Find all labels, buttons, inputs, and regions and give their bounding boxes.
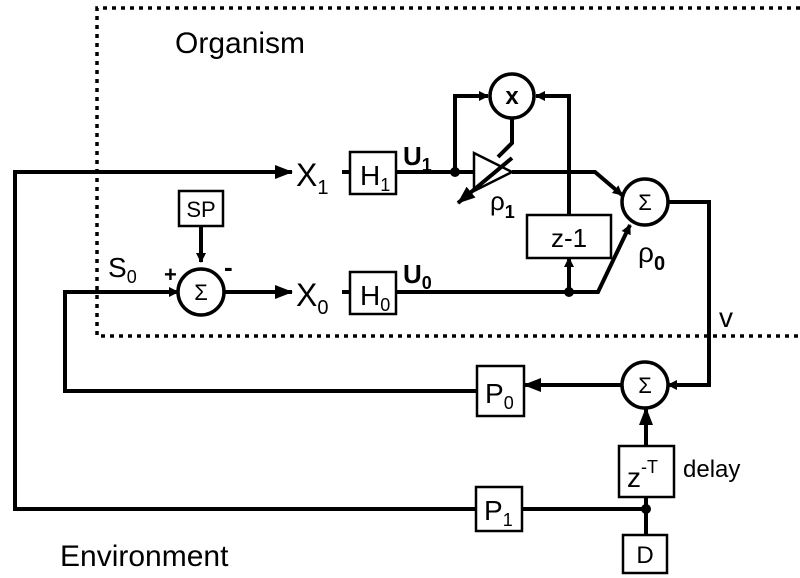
h0-block <box>348 270 398 316</box>
u0-label: U0 <box>403 259 432 293</box>
delay-block <box>617 444 676 499</box>
wire-multiplier-to-amp <box>496 118 514 159</box>
multiplier-circle <box>488 72 536 120</box>
x0-label: X0 <box>296 277 328 319</box>
p1-block <box>474 485 524 533</box>
p1-label: P1 <box>484 495 513 530</box>
d-block <box>621 533 669 575</box>
h1-label: H1 <box>360 160 390 195</box>
sum-left-circle <box>176 267 226 317</box>
delay-block-label: z-T <box>627 457 658 493</box>
u1-label: U1 <box>403 141 432 175</box>
p0-block <box>475 364 526 418</box>
s0-label: S0 <box>108 252 137 287</box>
wire-v-to-sum-bottom <box>667 380 711 390</box>
organism-label: Organism <box>175 27 305 60</box>
wire-u1-to-multiplier <box>453 91 489 172</box>
wire-h0-to-sum <box>396 224 632 294</box>
junction-dot-u1 <box>450 167 460 177</box>
z-minus-1-block <box>525 213 613 260</box>
z-minus-1-label: z-1 <box>551 223 587 253</box>
environment-label: Environment <box>60 540 229 573</box>
sum-top-circle <box>620 177 670 227</box>
h1-block <box>348 150 398 196</box>
delay-text-label: delay <box>683 456 740 483</box>
wire-z1-to-multiplier <box>535 91 571 215</box>
p0-label: P0 <box>485 378 514 413</box>
v-label: v <box>719 302 733 333</box>
sp-block <box>177 189 225 228</box>
wire-s0-to-sum <box>63 287 477 393</box>
plus-sign: + <box>164 262 177 287</box>
multiplier-symbol: x <box>505 83 519 110</box>
junction-dot-u0 <box>564 287 574 297</box>
sum-bottom-circle <box>620 360 670 410</box>
rho0-label: ρ0 <box>638 237 665 275</box>
x1-label: X1 <box>296 157 328 199</box>
junction-dot-d <box>641 504 651 514</box>
wire-amp-to-sum <box>512 170 624 197</box>
amplifier-gain-arrow <box>456 156 514 205</box>
rho1-label: ρ1 <box>490 186 515 222</box>
sum-bottom-symbol: Σ <box>638 373 652 398</box>
sum-left-symbol: Σ <box>194 280 208 305</box>
minus-sign: - <box>224 252 233 282</box>
wire-p1-to-x1 <box>13 165 476 511</box>
sum-top-symbol: Σ <box>638 190 652 215</box>
wire-sum-to-v <box>668 200 711 380</box>
d-label: D <box>636 542 653 569</box>
sp-label: SP <box>186 197 215 222</box>
h0-label: H0 <box>360 280 390 315</box>
